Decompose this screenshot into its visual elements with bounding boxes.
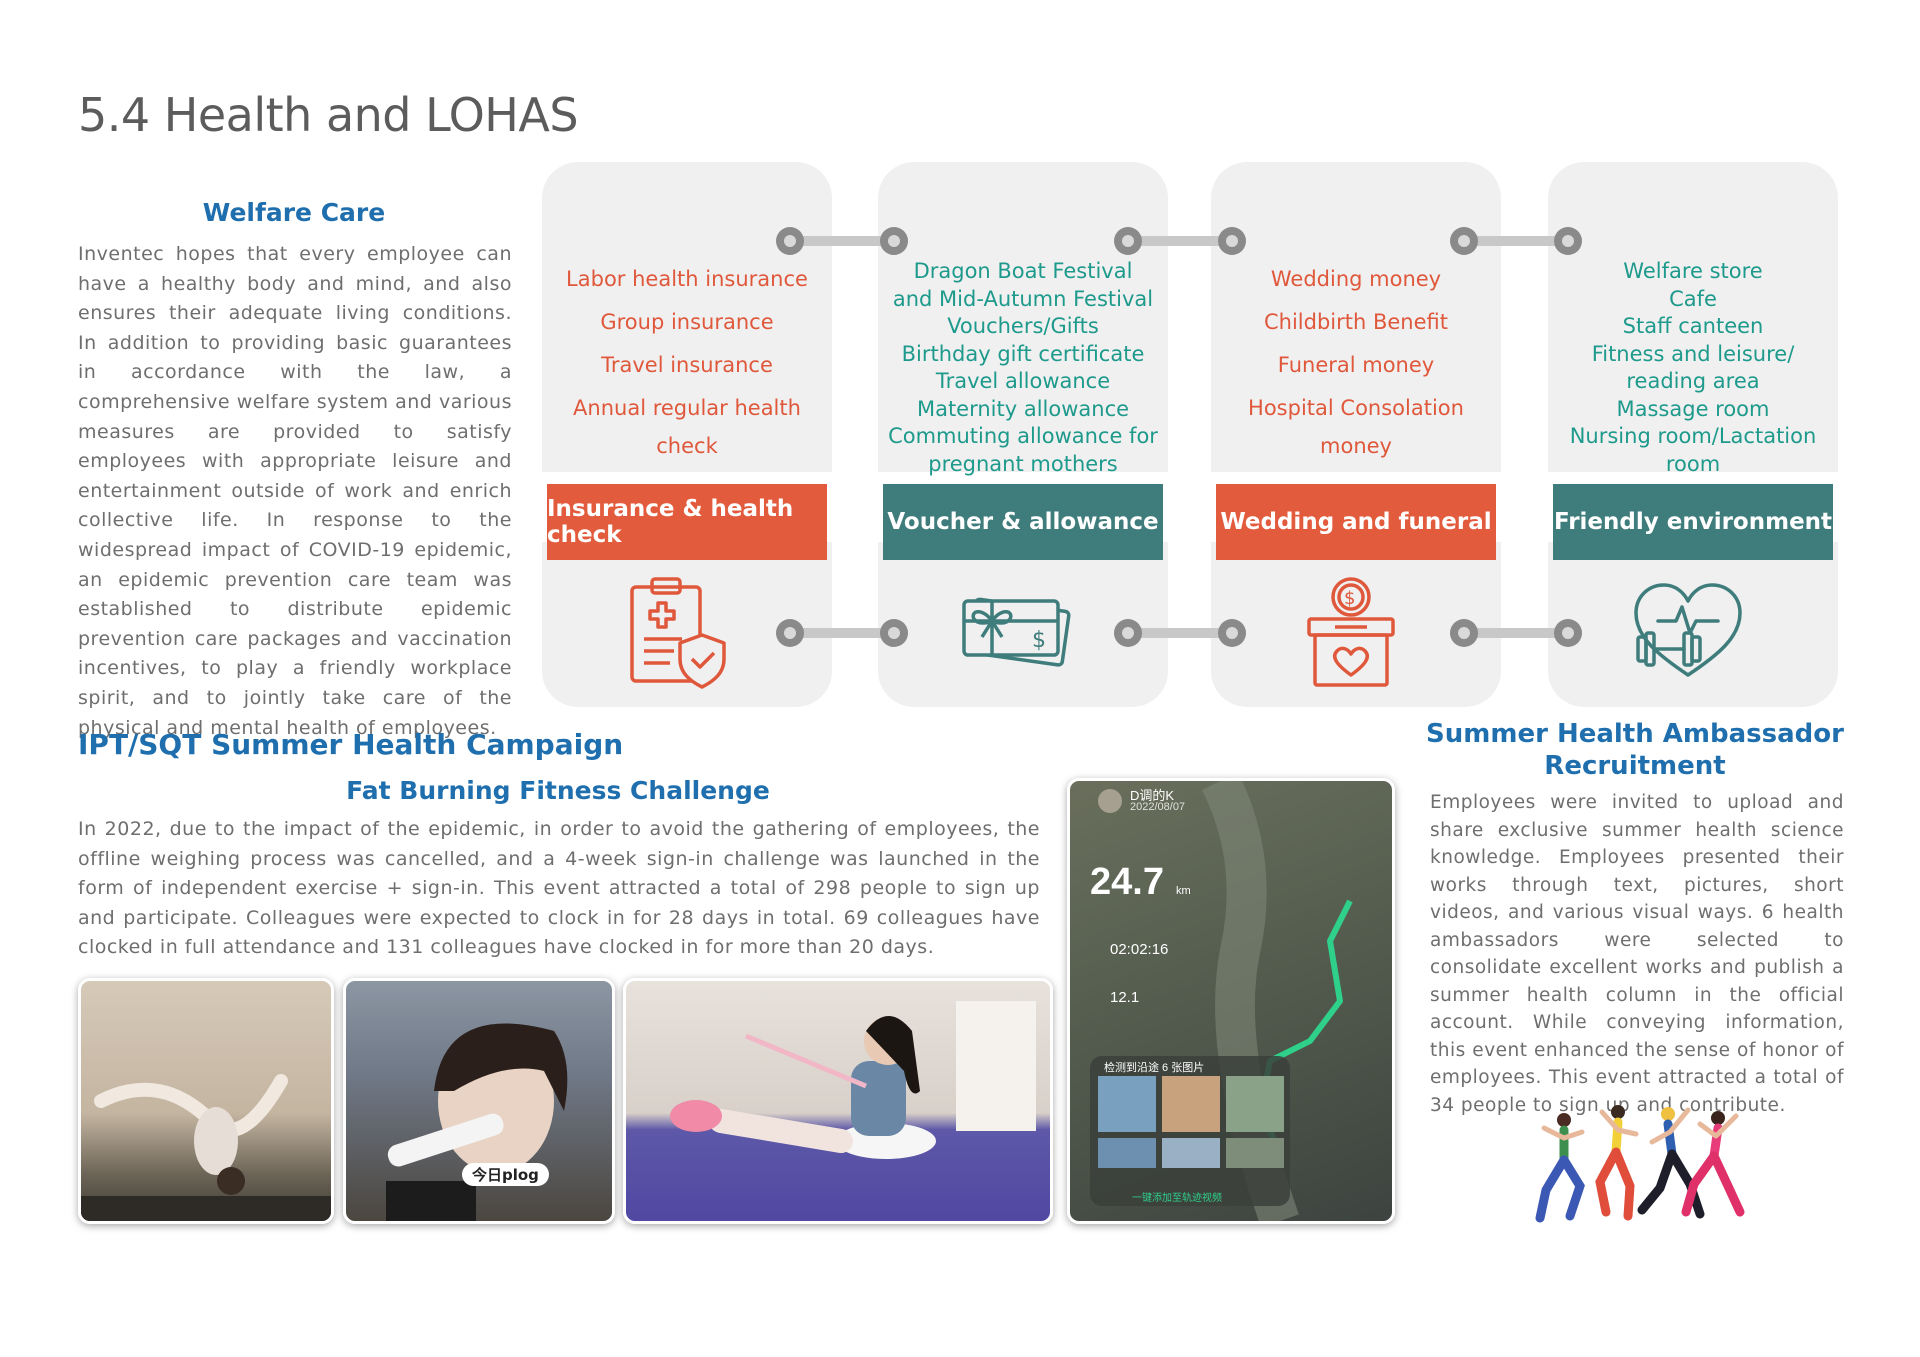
clipboard-shield-icon [630,577,726,689]
card-item: room [1665,451,1721,476]
app-duration: 02:02:16 [1110,941,1169,958]
card-item: money [1320,434,1392,458]
card-connector-top [776,227,908,255]
card-item: Dragon Boat Festival [913,259,1133,283]
ambassador-text: Employees were invited to upload and sha… [1430,792,1844,1116]
card-item-list: Wedding money Childbirth Benefit Funeral… [1211,258,1501,462]
app-username: D调的K [1130,788,1175,803]
card-item: Wedding money [1270,267,1442,291]
selfie-illustration [386,1023,568,1221]
card-item: Vouchers/Gifts [947,314,1099,338]
card-item: Staff canteen [1622,314,1764,338]
card-item: Funeral money [1277,353,1435,377]
card-label: Insurance & health check [547,484,827,560]
app-pace: 12.1 [1110,989,1140,1006]
card-label: Wedding and funeral [1216,484,1496,560]
page-title: 5.4 Health and LOHAS [78,88,579,142]
card-item: Maternity allowance [916,396,1130,421]
card-item: Travel allowance [935,369,1111,393]
card-item: Childbirth Benefit [1263,310,1448,334]
card-item: Welfare store [1623,259,1763,283]
photo-caption: 今日plog [462,1163,549,1186]
welfare-text: Inventec hopes that every employee can h… [78,243,512,739]
card-item: Group insurance [600,310,774,334]
ambassador-heading: Summer Health Ambassador Recruitment [1420,718,1850,782]
photo-running-app: D调的K 2022/08/07 24.7 km 02:02:16 12.1 检测… [1067,778,1395,1224]
welfare-card-wedding: Wedding money Childbirth Benefit Funeral… [1211,162,1501,707]
card-item: Labor health insurance [566,267,808,291]
card-item-list: Welfare store Cafe Staff canteen Fitness… [1548,258,1838,478]
card-item: pregnant mothers [928,451,1118,476]
card-item: Nursing room/Lactation [1569,424,1817,448]
yoga-figure-illustration [81,1074,331,1221]
gift-card-icon: $ [962,597,1071,667]
card-item-list: Labor health insurance Group insurance T… [542,258,832,462]
app-distance-unit: km [1176,885,1191,897]
route-map-illustration [1090,781,1353,1221]
photo-selfie: 今日plog [343,978,615,1224]
dancing-people-illustration [1535,1105,1745,1223]
ambassador-heading-line: Recruitment [1544,751,1726,781]
card-item: Travel insurance [601,353,773,377]
card-item: Birthday gift certificate [901,341,1145,366]
card-item: Fitness and leisure/ [1591,341,1795,366]
app-add-button[interactable]: 一键添加至轨迹视频 [1132,1193,1222,1204]
card-item: Commuting allowance for [888,424,1158,448]
svg-text:$: $ [1344,588,1355,609]
card-item: Massage room [1616,396,1770,421]
card-item: Annual regular health [573,396,801,420]
welfare-heading: Welfare Care [202,198,386,227]
card-item: Hospital Consolation [1248,396,1464,420]
card-label: Voucher & allowance [883,484,1163,560]
card-connector-bottom [1114,619,1246,647]
card-connector-bottom [776,619,908,647]
card-connector-top [1114,227,1246,255]
photo-workout [623,978,1053,1224]
fat-burning-heading: Fat Burning Fitness Challenge [346,776,770,805]
photo-yoga [78,978,334,1224]
svg-text:$: $ [1032,628,1046,653]
app-detect-text: 检测到沿途 6 张图片 [1104,1062,1205,1074]
app-date: 2022/08/07 [1130,801,1186,813]
card-connector-top [1450,227,1582,255]
welfare-card-voucher: Dragon Boat Festival and Mid-Autumn Fest… [878,162,1168,707]
campaign-text: In 2022, due to the impact of the epidem… [78,818,1040,959]
card-item: and Mid-Autumn Festival [892,286,1154,311]
workout-illustration [670,1001,1036,1159]
card-connector-bottom [1450,619,1582,647]
card-item: check [656,434,718,458]
ambassador-heading-line: Summer Health Ambassador [1426,719,1844,749]
welfare-card-environment: Welfare store Cafe Staff canteen Fitness… [1548,162,1838,707]
heart-dumbbell-icon [1634,583,1742,677]
donation-box-icon: $ [1307,577,1395,687]
card-item: reading area [1626,369,1760,393]
app-distance: 24.7 [1090,861,1164,903]
card-label: Friendly environment [1553,484,1833,560]
campaign-heading: IPT/SQT Summer Health Campaign [78,728,624,761]
card-item: Cafe [1669,286,1717,311]
card-item-list: Dragon Boat Festival and Mid-Autumn Fest… [878,258,1168,478]
